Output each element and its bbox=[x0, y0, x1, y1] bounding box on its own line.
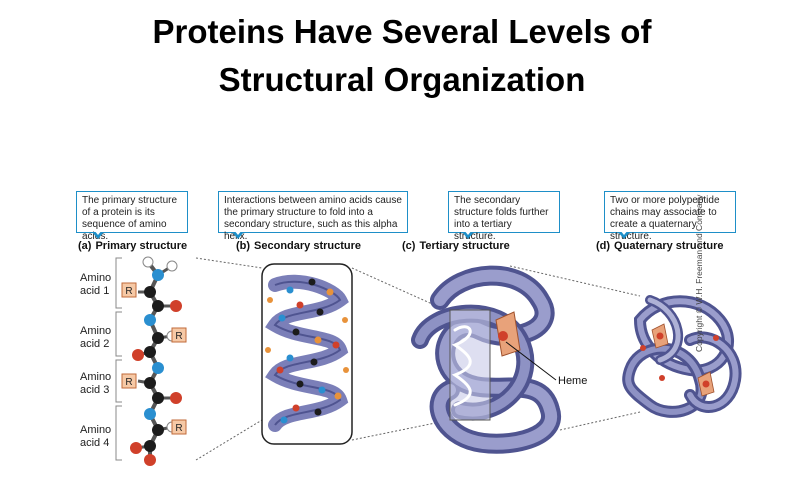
callout-secondary-tail bbox=[232, 230, 244, 239]
quaternary-heme-groups bbox=[640, 323, 719, 397]
amino-acid-label-3: Amino acid 3 bbox=[80, 371, 111, 397]
panel-b-heading: (b)Secondary structure bbox=[236, 240, 361, 252]
r-group-box bbox=[121, 282, 137, 298]
amino-acid-2-line1: Amino bbox=[80, 325, 112, 337]
callout-secondary: Interactions between amino acids cause t… bbox=[218, 191, 408, 242]
alpha-helix bbox=[261, 263, 353, 445]
bracket-acid-1 bbox=[115, 257, 122, 309]
callout-tertiary-tail bbox=[462, 230, 474, 239]
quaternary-assembly bbox=[622, 295, 742, 418]
amino-acid-1-line1: Amino bbox=[80, 272, 112, 284]
panel-a-name: Primary structure bbox=[95, 240, 188, 252]
primary-chain bbox=[130, 256, 182, 466]
callout-quaternary-tail bbox=[618, 230, 630, 239]
r-group-label: R bbox=[175, 423, 182, 434]
bracket-acid-4 bbox=[115, 405, 122, 461]
r-group-label: R bbox=[125, 377, 132, 388]
amino-acid-3-line1: Amino bbox=[80, 371, 112, 383]
panel-b-name: Secondary structure bbox=[254, 240, 362, 252]
panel-d-heading: (d)Quaternary structure bbox=[596, 240, 723, 252]
callout-primary: The primary structure of a protein is it… bbox=[76, 191, 188, 242]
amino-acid-4-line2: acid 4 bbox=[80, 437, 110, 449]
amino-acid-3-line2: acid 3 bbox=[80, 384, 110, 396]
r-group-label: R bbox=[175, 331, 182, 342]
tertiary-fold bbox=[411, 265, 561, 454]
r-group-label: R bbox=[125, 286, 132, 297]
callout-quaternary-text: Two or more polypeptide chains may assoc… bbox=[610, 195, 720, 242]
r-group-box bbox=[171, 327, 187, 343]
r-groups: R R R R bbox=[121, 282, 187, 435]
r-group-box bbox=[171, 419, 187, 435]
panel-c-letter: (c) bbox=[402, 240, 416, 252]
amino-acid-1-line2: acid 1 bbox=[80, 285, 110, 297]
r-group-box bbox=[121, 373, 137, 389]
heme-label: Heme bbox=[558, 375, 588, 387]
panel-b-letter: (b) bbox=[236, 240, 251, 252]
heme-group bbox=[495, 311, 557, 381]
amino-acid-brackets bbox=[115, 257, 122, 461]
callout-tertiary: The secondary structure folds further in… bbox=[448, 191, 560, 242]
panel-a-letter: (a) bbox=[78, 240, 92, 252]
amino-acid-4-line1: Amino bbox=[80, 424, 112, 436]
slide-title-line-1: Proteins Have Several Levels of bbox=[152, 13, 652, 50]
bracket-acid-2 bbox=[115, 311, 122, 357]
callout-quaternary: Two or more polypeptide chains may assoc… bbox=[604, 191, 736, 242]
panel-c-heading: (c)Tertiary structure bbox=[402, 240, 510, 252]
amino-acid-label-1: Amino acid 1 bbox=[80, 272, 111, 298]
callout-tertiary-text: The secondary structure folds further in… bbox=[454, 195, 549, 242]
amino-acid-2-line2: acid 2 bbox=[80, 338, 110, 350]
panel-d-letter: (d) bbox=[596, 240, 611, 252]
bracket-acid-3 bbox=[115, 359, 122, 403]
amino-acid-label-2: Amino acid 2 bbox=[80, 325, 111, 351]
panel-d-name: Quaternary structure bbox=[614, 240, 724, 252]
callout-primary-tail bbox=[92, 230, 104, 239]
copyright-text: Copyright © W.H. Freeman and Company bbox=[694, 194, 704, 352]
amino-acid-label-4: Amino acid 4 bbox=[80, 424, 111, 450]
panel-a-heading: (a)Primary structure bbox=[78, 240, 187, 252]
slide-title-line-2: Structural Organization bbox=[218, 61, 586, 98]
panel-c-name: Tertiary structure bbox=[419, 240, 510, 252]
